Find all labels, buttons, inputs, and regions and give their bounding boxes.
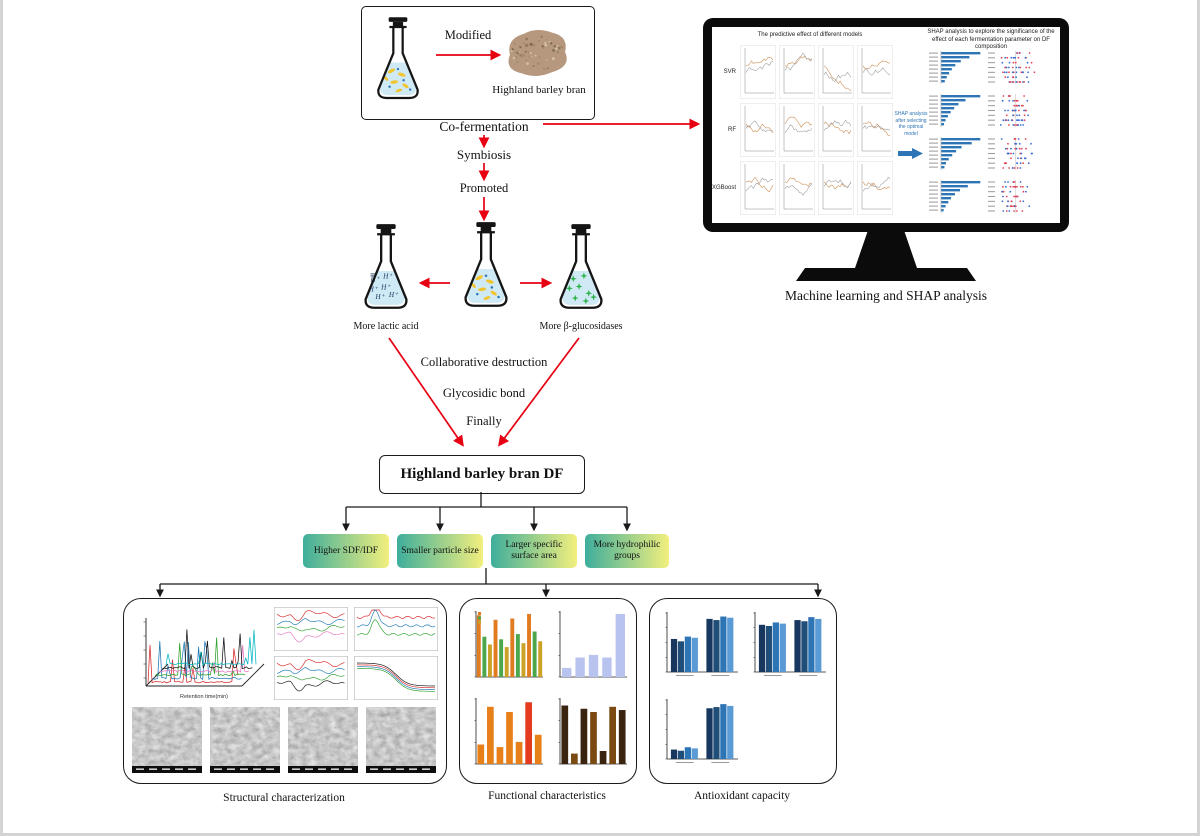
property-larger-surface-area: Larger specific surface area — [491, 534, 577, 568]
shap-importance-bars — [928, 49, 982, 87]
retention-axis-label: Retention time(min) — [180, 694, 228, 700]
computer-monitor: The predictive effect of different model… — [703, 18, 1069, 232]
prediction-scatter-plot — [818, 45, 854, 99]
bar-chart-top-right — [552, 608, 628, 686]
shap-row — [926, 47, 1058, 87]
modified-label: Modified — [444, 28, 492, 42]
prediction-scatter-plot — [740, 161, 776, 215]
structural-characterization-panel: Retention time(min) — [123, 598, 447, 784]
more-glucosidases-label: More β-glucosidases — [539, 321, 623, 332]
antioxidant-bar-chart-b — [746, 608, 828, 682]
shap-row — [926, 176, 1058, 216]
flask-microbes-icon — [370, 15, 426, 110]
prediction-scatter-plot — [779, 45, 815, 99]
prediction-scatter-plot — [740, 45, 776, 99]
bar-chart-top-left — [468, 608, 544, 686]
shap-importance-bars — [928, 178, 982, 216]
property-smaller-particle-size: Smaller particle size — [397, 534, 483, 568]
prediction-scatter-plot — [818, 103, 854, 157]
svg-text:H⁺: H⁺ — [388, 291, 399, 299]
antioxidant-capacity-panel — [649, 598, 837, 784]
shap-beeswarm-plot — [988, 178, 1054, 216]
antioxidant-bar-chart-c — [658, 695, 740, 769]
prediction-scatter-plot — [779, 161, 815, 215]
scatter-grid — [740, 45, 896, 221]
more-lactic-acid-label: More lactic acid — [353, 321, 419, 332]
flask-coculture-icon — [457, 220, 515, 318]
glycosidic-bond-label: Glycosidic bond — [442, 386, 526, 400]
promoted-label: Promoted — [459, 181, 509, 195]
sem-image — [132, 707, 202, 773]
sem-image — [288, 707, 358, 773]
svg-text:H⁺: H⁺ — [370, 276, 381, 284]
monitor-screen: The predictive effect of different model… — [712, 27, 1060, 223]
ftir-spectra-plot — [274, 607, 348, 651]
functional-characteristics-panel — [459, 598, 637, 784]
sem-image — [366, 707, 436, 773]
co-fermentation-label: Co-fermentation — [439, 119, 529, 134]
model-label: RF — [728, 127, 736, 133]
shap-row — [926, 133, 1058, 173]
functional-panel-label: Functional characteristics — [488, 790, 606, 802]
finally-label: Finally — [466, 414, 502, 428]
shap-title: SHAP analysis to explore the significanc… — [927, 29, 1055, 50]
svg-text:H⁺: H⁺ — [368, 285, 379, 293]
xrd-pattern-plot — [354, 607, 438, 651]
antioxidant-panel-label: Antioxidant capacity — [693, 790, 791, 802]
shap-importance-bars — [928, 135, 982, 173]
models-title: The predictive effect of different model… — [757, 32, 863, 38]
thermal-curve-plot — [354, 656, 438, 700]
bran-label: Highland barley bran — [492, 84, 586, 96]
shap-beeswarm-plot — [988, 49, 1054, 87]
flask-glucosidase-icon — [552, 222, 610, 320]
spectra-plot — [274, 656, 348, 700]
flask-lactic-acid-icon: H⁺H⁺H⁺ H⁺H⁺H⁺ — [357, 222, 415, 320]
df-result-box: Highland barley bran DF — [379, 455, 585, 494]
modification-box — [361, 6, 595, 120]
antioxidant-bar-chart-a — [658, 608, 740, 682]
sem-image — [210, 707, 280, 773]
svg-text:H⁺: H⁺ — [380, 283, 391, 291]
shap-arrow-note: SHAP analysis after selecting the optima… — [894, 111, 928, 137]
prediction-scatter-plot — [818, 161, 854, 215]
model-label: SVR — [723, 69, 736, 75]
blue-arrow-icon — [898, 147, 924, 160]
prediction-scatter-plot — [779, 103, 815, 157]
3d-chromatogram-plot — [130, 604, 270, 694]
shap-beeswarm-plot — [988, 135, 1054, 173]
shap-charts-area — [926, 47, 1058, 221]
property-more-hydrophilic: More hydrophilic groups — [585, 534, 669, 568]
monitor-stand-base — [796, 268, 976, 281]
prediction-scatter-plot — [857, 161, 893, 215]
monitor-stand-neck — [855, 232, 917, 268]
model-label: XGBoost — [712, 185, 736, 191]
prediction-scatter-plot — [740, 103, 776, 157]
monitor-caption: Machine learning and SHAP analysis — [785, 288, 987, 303]
bar-chart-bottom-right — [552, 695, 628, 773]
shap-row — [926, 90, 1058, 130]
structural-panel-label: Structural characterization — [223, 792, 345, 804]
svg-text:H⁺: H⁺ — [374, 293, 385, 301]
prediction-scatter-plot — [857, 45, 893, 99]
bar-chart-bottom-left — [468, 695, 544, 773]
symbiosis-label: Symbiosis — [456, 147, 512, 162]
bran-blob-icon — [497, 24, 577, 82]
collaborative-destruction-label: Collaborative destruction — [420, 355, 548, 369]
prediction-scatter-plot — [857, 103, 893, 157]
svg-text:H⁺: H⁺ — [382, 273, 393, 281]
property-higher-sdf-idf: Higher SDF/IDF — [303, 534, 389, 568]
shap-beeswarm-plot — [988, 92, 1054, 130]
shap-importance-bars — [928, 92, 982, 130]
